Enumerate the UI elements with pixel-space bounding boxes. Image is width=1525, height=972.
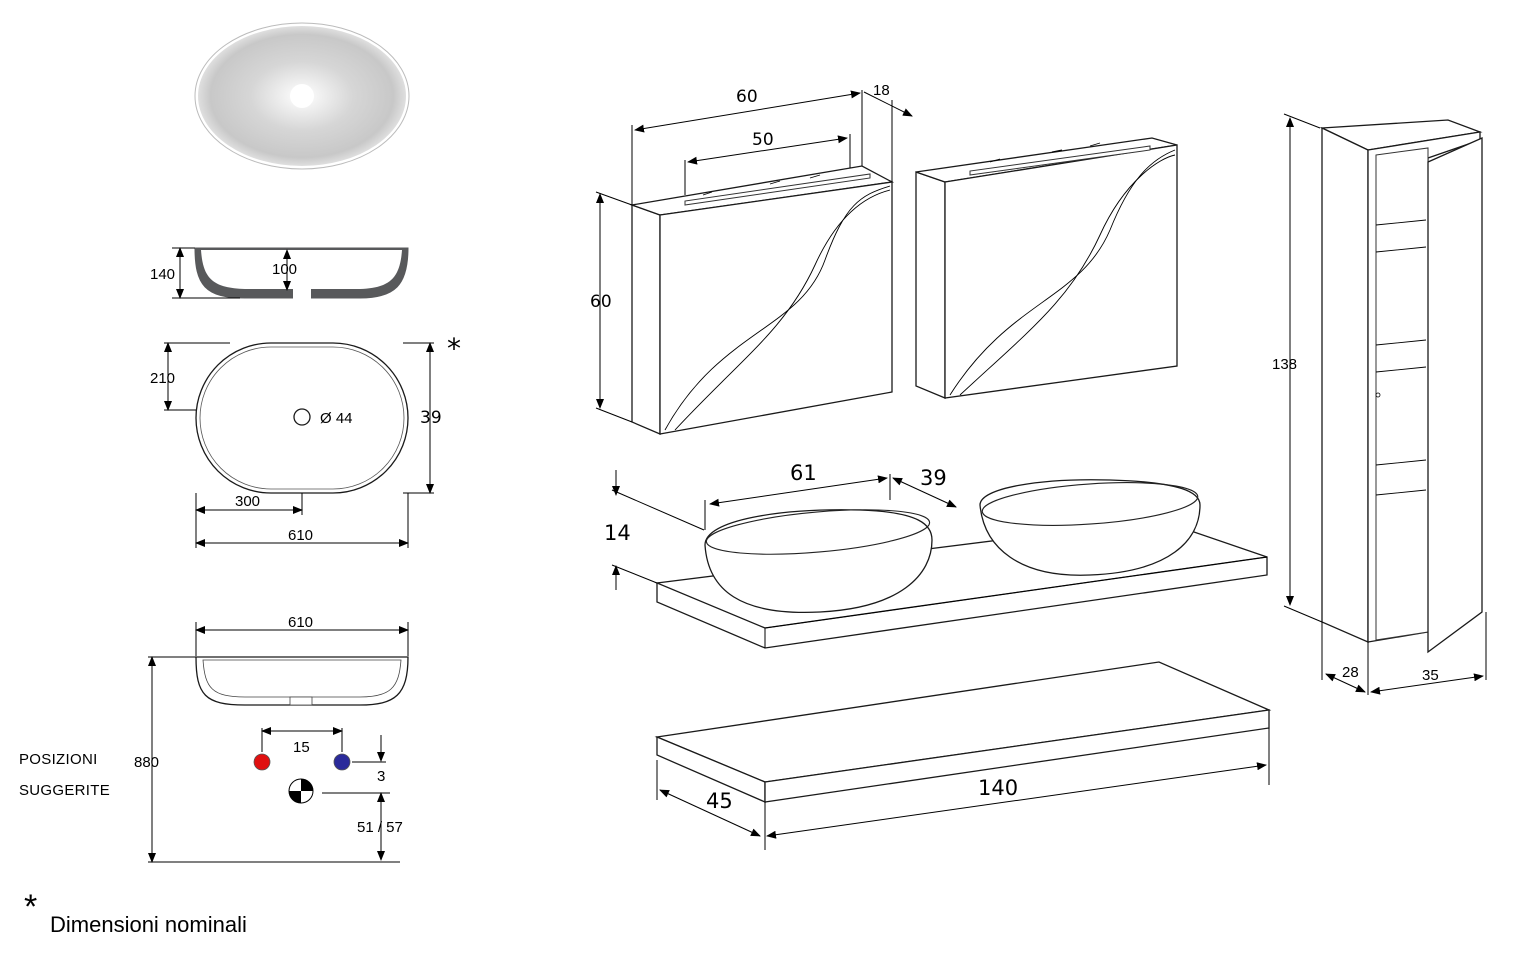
basin-plan-view: Ø 44 210 39 * 300 610	[150, 332, 461, 548]
dim-top-depth: 45	[706, 789, 733, 813]
dim-install-width: 610	[288, 614, 313, 631]
dim-column-depth: 28	[1342, 664, 1359, 681]
note-asterisk: *	[24, 888, 38, 926]
dim-basin-depth-cm: 39	[920, 466, 947, 490]
dim-mirror-width: 60	[736, 87, 758, 107]
drain-icon	[293, 408, 311, 426]
dim-light-width: 50	[752, 130, 774, 150]
dim-install-height: 880	[134, 754, 159, 771]
dim-drain-offset: 300	[235, 493, 260, 510]
plain-top: 140 45	[654, 661, 1272, 850]
dim-basin-width: 610	[288, 527, 313, 544]
dim-column-height: 138	[1272, 356, 1297, 373]
top-with-basins: 61 39 14	[604, 461, 1268, 649]
basin-top-render	[194, 22, 410, 170]
dim-top-length: 140	[978, 776, 1018, 800]
dim-tap-spacing: 15	[293, 739, 310, 756]
dim-half-width: 210	[150, 370, 175, 387]
dim-drain-height: 51 / 57	[357, 819, 403, 836]
tall-column: 138 28 35	[1272, 113, 1487, 695]
dim-drain-diameter: Ø 44	[320, 410, 353, 427]
dim-top-height: 14	[604, 521, 631, 545]
hot-water-dot	[253, 753, 271, 771]
drain-symbol-icon	[288, 778, 314, 804]
basin-section-view: 140 100	[150, 247, 409, 299]
dim-mirror-depth: 18	[873, 82, 890, 99]
asterisk-mark: *	[447, 332, 461, 365]
suggested-positions-label-1: POSIZIONI	[19, 751, 98, 768]
suggested-positions-label-2: SUGGERITE	[19, 782, 111, 799]
dim-gap: 3	[377, 768, 385, 785]
cold-water-dot	[333, 753, 351, 771]
dim-basin-depth: 140	[150, 266, 175, 283]
dim-basin-inner-depth: 100	[272, 261, 297, 278]
dim-basin-width-cm: 61	[790, 461, 817, 485]
mirror-cabinets: 60 50 18 60	[590, 82, 1178, 435]
drain-hole-icon	[290, 84, 314, 108]
note-text: Dimensioni nominali	[50, 912, 247, 937]
dim-mirror-height: 60	[590, 292, 612, 312]
basin-install-view: 610 880 15 3 51 / 57	[134, 614, 409, 863]
dim-column-width: 35	[1422, 667, 1439, 684]
dim-depth-cm: 39	[420, 408, 442, 428]
